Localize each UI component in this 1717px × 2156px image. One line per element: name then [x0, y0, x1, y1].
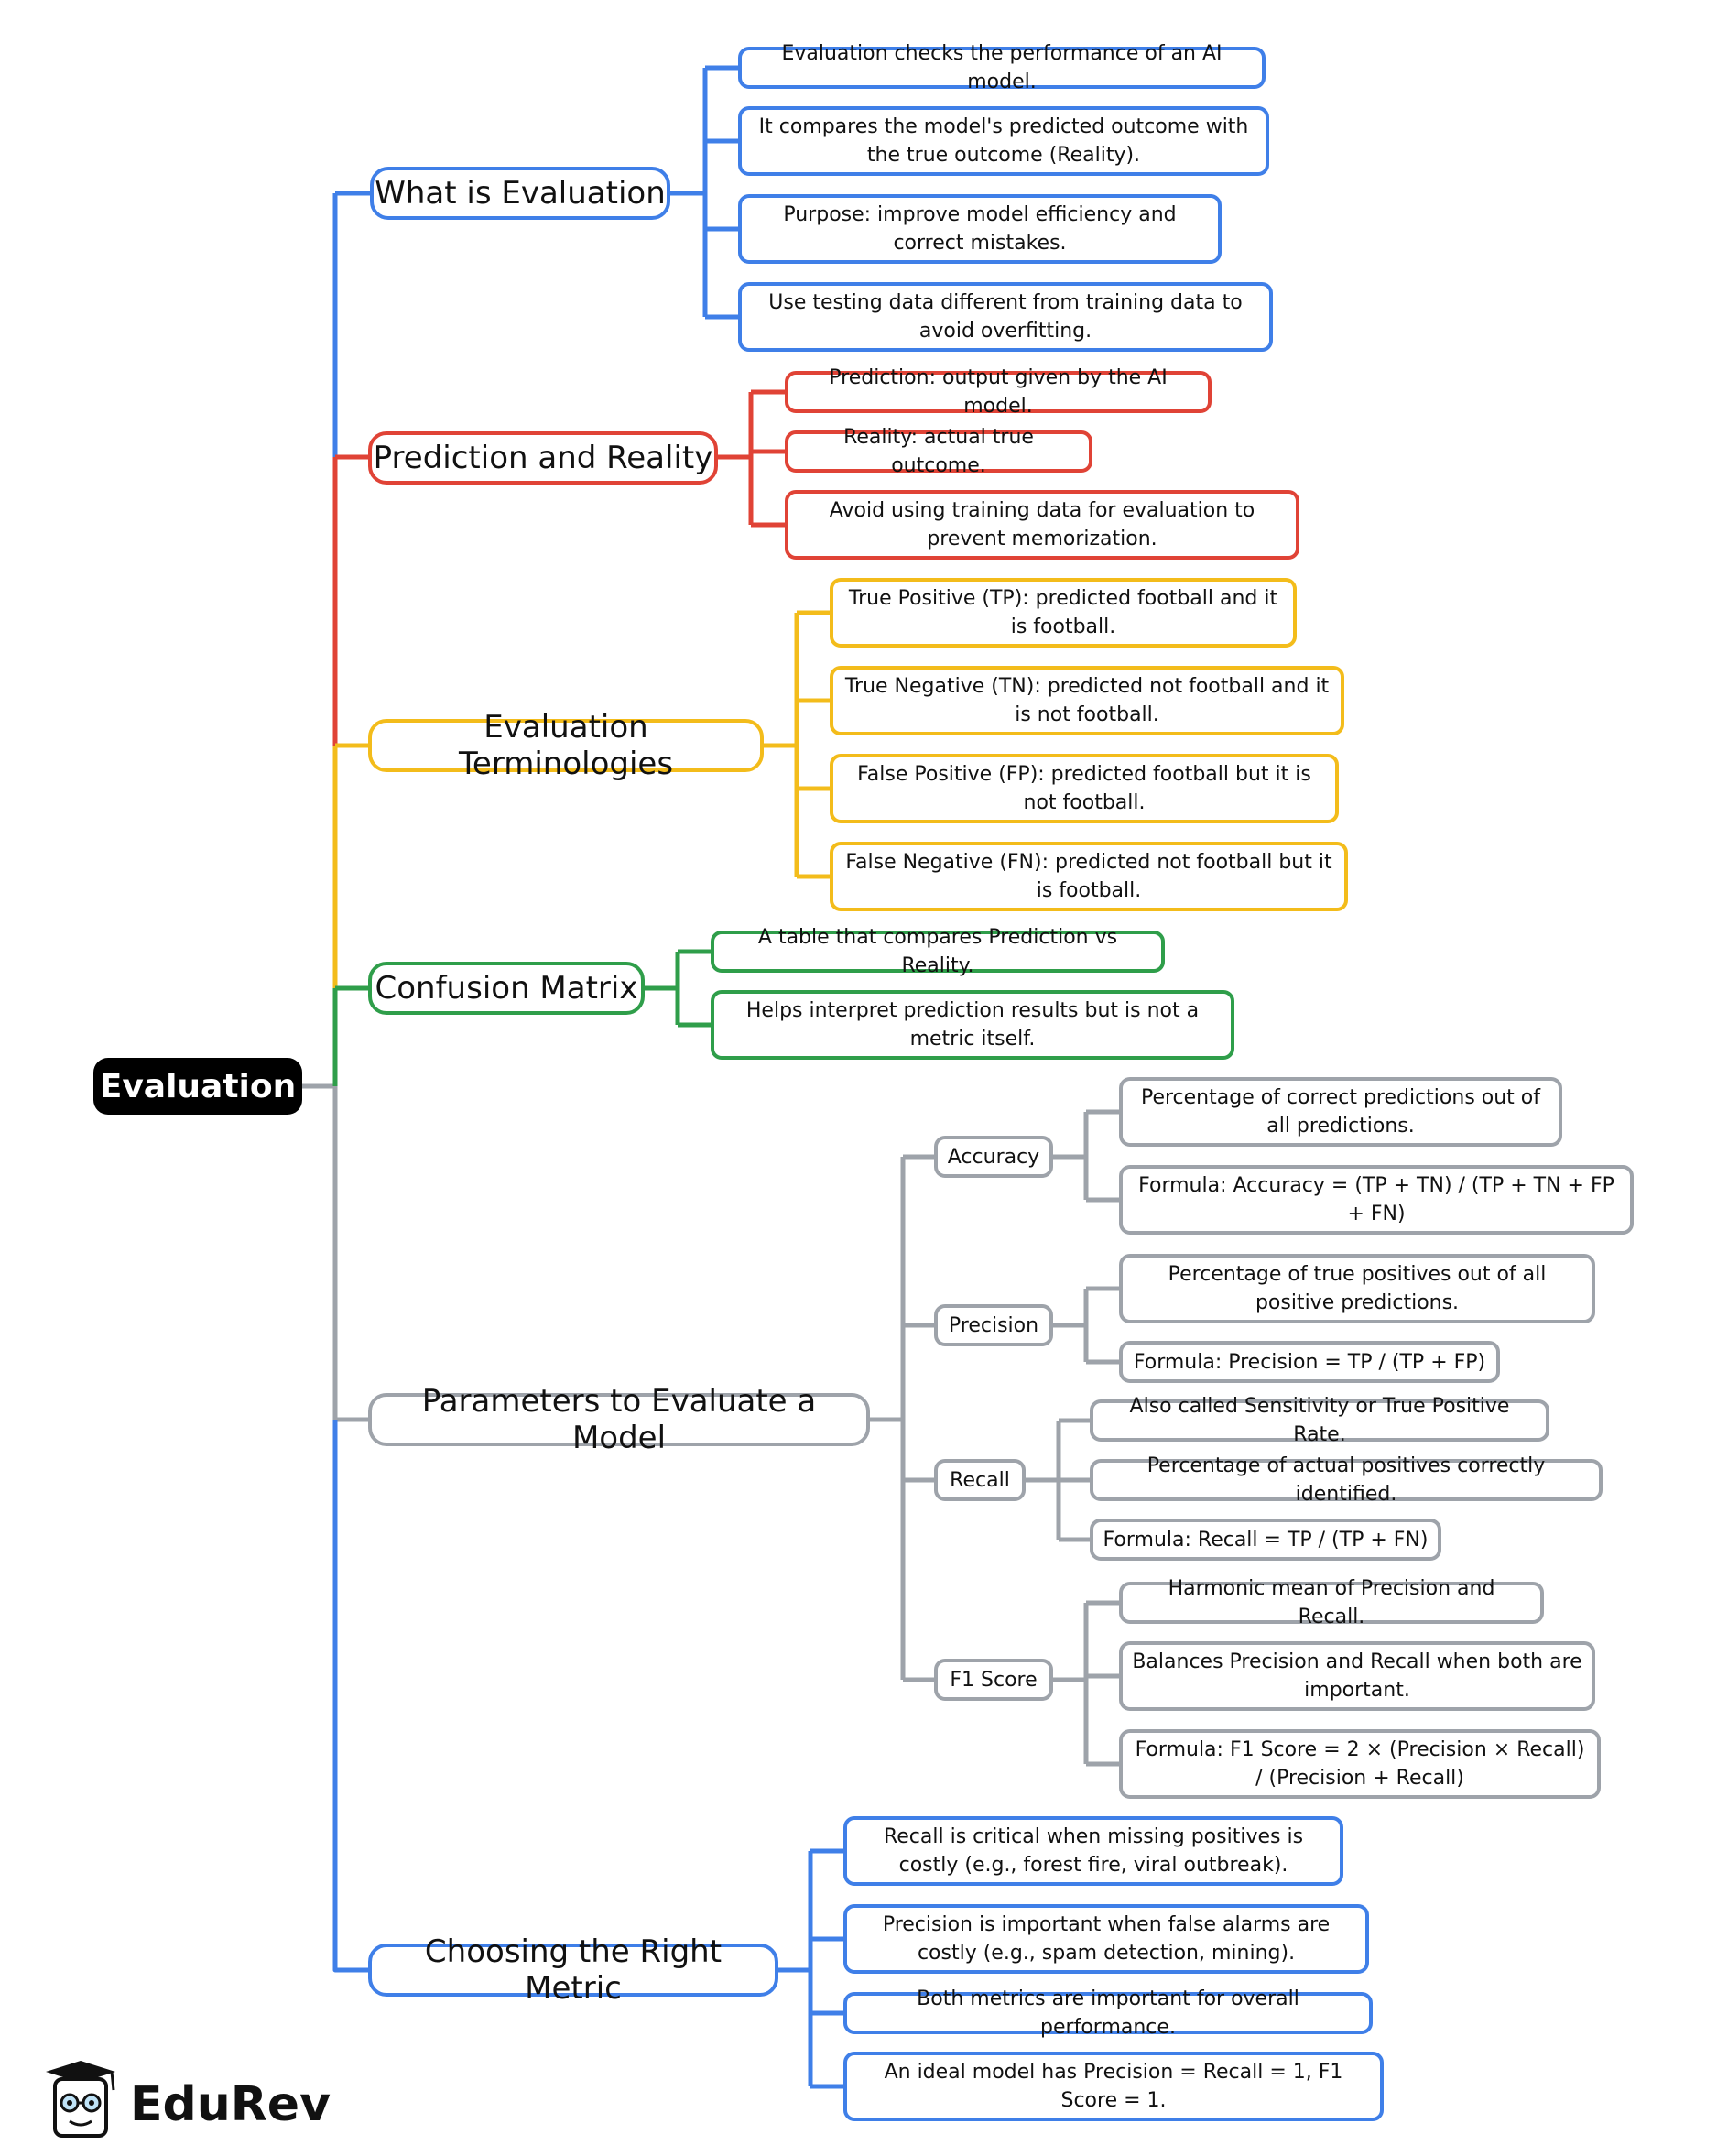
branch-choosing-metric: Choosing the Right Metric	[368, 1933, 778, 2007]
leaf-precision-2: Formula: Precision = TP / (TP + FP)	[1119, 1341, 1500, 1383]
fan-prediction-and-reality	[718, 389, 785, 528]
leaf-confusion-matrix-2: Helps interpret prediction results but i…	[711, 990, 1234, 1060]
fan-recall	[1026, 1418, 1090, 1542]
leaf-what-is-evaluation-3: Purpose: improve model efficiency and co…	[738, 194, 1222, 264]
leaf-recall-2: Percentage of actual positives correctly…	[1090, 1454, 1603, 1506]
fan-confusion-matrix	[645, 949, 711, 1028]
graduation-cap-mascot-icon	[46, 2061, 115, 2138]
trunk-parameters	[332, 1086, 368, 1422]
trunk-what-is-evaluation	[332, 191, 370, 457]
fan-f1-score	[1053, 1600, 1119, 1767]
leaf-terminology-fp: False Positive (FP): predicted football …	[830, 754, 1339, 823]
leaf-choosing-metric-1: Recall is critical when missing positive…	[843, 1816, 1343, 1886]
fan-choosing-metric	[778, 1848, 843, 2089]
leaf-confusion-matrix-1: A table that compares Prediction vs Real…	[711, 926, 1165, 977]
leaf-terminology-fn: False Negative (FN): predicted not footb…	[830, 842, 1348, 911]
leaf-precision-1: Percentage of true positives out of all …	[1119, 1254, 1595, 1323]
sub-accuracy: Accuracy	[934, 1136, 1053, 1178]
leaf-f1-3: Formula: F1 Score = 2 × (Precision × Rec…	[1119, 1729, 1601, 1799]
sub-precision: Precision	[934, 1304, 1053, 1346]
leaf-recall-3: Formula: Recall = TP / (TP + FN)	[1090, 1519, 1441, 1561]
leaf-prediction-and-reality-1: Prediction: output given by the AI model…	[785, 366, 1212, 418]
trunk-evaluation-terminologies	[332, 743, 368, 988]
branch-parameters: Parameters to Evaluate a Model	[368, 1383, 870, 1456]
leaf-choosing-metric-4: An ideal model has Precision = Recall = …	[843, 2052, 1384, 2121]
leaf-accuracy-2: Formula: Accuracy = (TP + TN) / (TP + TN…	[1119, 1165, 1634, 1235]
sub-f1-score: F1 Score	[934, 1659, 1053, 1701]
root-node: Evaluation	[93, 1058, 302, 1115]
leaf-choosing-metric-2: Precision is important when false alarms…	[843, 1904, 1369, 1974]
fan-evaluation-terminologies	[764, 610, 830, 879]
brand-name: EduRev	[130, 2077, 331, 2132]
leaf-what-is-evaluation-2: It compares the model's predicted outcom…	[738, 106, 1269, 176]
trunk-prediction-and-reality	[332, 454, 368, 746]
trunk-confusion-matrix	[332, 985, 368, 1086]
leaf-terminology-tn: True Negative (TN): predicted not footba…	[830, 666, 1344, 735]
fan-accuracy	[1053, 1109, 1119, 1203]
leaf-terminology-tp: True Positive (TP): predicted football a…	[830, 578, 1297, 648]
fan-parameters	[870, 1154, 934, 1682]
branch-confusion-matrix: Confusion Matrix	[368, 962, 645, 1015]
branch-evaluation-terminologies: Evaluation Terminologies	[368, 709, 764, 782]
leaf-accuracy-1: Percentage of correct predictions out of…	[1119, 1077, 1562, 1147]
sub-recall: Recall	[934, 1459, 1026, 1501]
leaf-what-is-evaluation-1: Evaluation checks the performance of an …	[738, 42, 1266, 93]
fan-what-is-evaluation	[670, 65, 738, 320]
leaf-recall-1: Also called Sensitivity or True Positive…	[1090, 1395, 1549, 1446]
branch-what-is-evaluation: What is Evaluation	[370, 167, 670, 220]
branch-prediction-and-reality: Prediction and Reality	[368, 431, 718, 485]
trunk-choosing-metric	[332, 1420, 368, 1973]
fan-precision	[1053, 1286, 1119, 1365]
leaf-prediction-and-reality-2: Reality: actual true outcome.	[785, 426, 1092, 477]
leaf-what-is-evaluation-4: Use testing data different from training…	[738, 282, 1273, 352]
leaf-prediction-and-reality-3: Avoid using training data for evaluation…	[785, 490, 1299, 560]
leaf-f1-2: Balances Precision and Recall when both …	[1119, 1641, 1595, 1711]
leaf-f1-1: Harmonic mean of Precision and Recall.	[1119, 1577, 1544, 1628]
leaf-choosing-metric-3: Both metrics are important for overall p…	[843, 1987, 1373, 2039]
